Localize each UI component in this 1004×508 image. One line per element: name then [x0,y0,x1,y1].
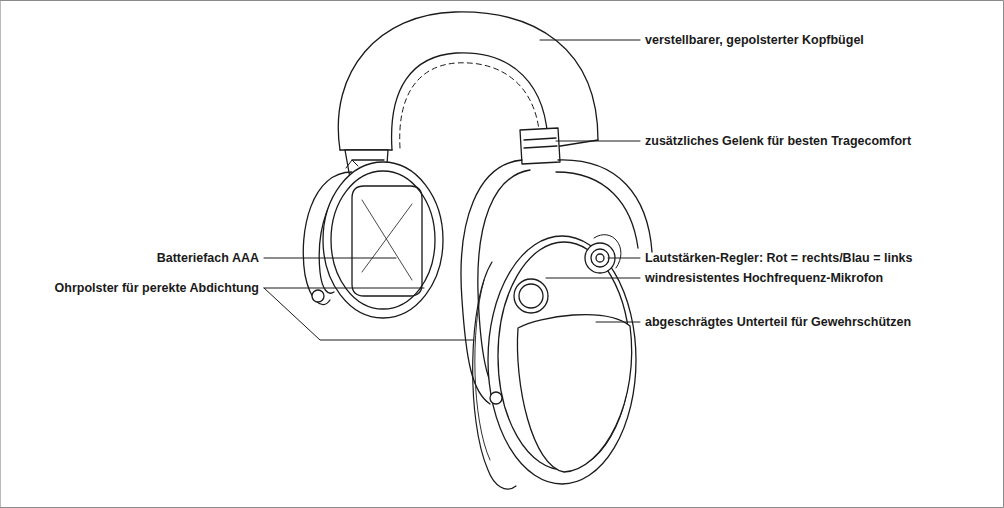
hinge-joint [520,128,560,164]
leader-line [596,322,640,323]
callout-label: windresistentes Hochfrequenz-Mikrofon [645,271,883,286]
leader-line [264,258,396,259]
callout-label: zusätzliches Gelenk für besten Tragecomf… [645,134,911,149]
leader-line [540,40,640,41]
callout-label: verstellbarer, gepolsterter Kopfbügel [645,33,864,48]
headband [338,12,598,150]
callout-label: abgeschrägtes Unterteil für Gewehrschütz… [645,315,911,330]
callout-label: Lautstärken-Regler: Rot = rechts/Blau = … [645,251,912,266]
leader-line [608,258,640,259]
callout-label: Ohrpolster für perekte Abdichtung [55,281,259,296]
leader-lines [264,40,640,340]
callout-label: Batteriefach AAA [157,251,259,266]
right-earcup [473,235,636,490]
leader-line [556,141,640,142]
leader-line [546,278,640,279]
left-earcup [323,160,443,318]
leader-line [264,288,424,289]
leader-line [264,288,474,340]
